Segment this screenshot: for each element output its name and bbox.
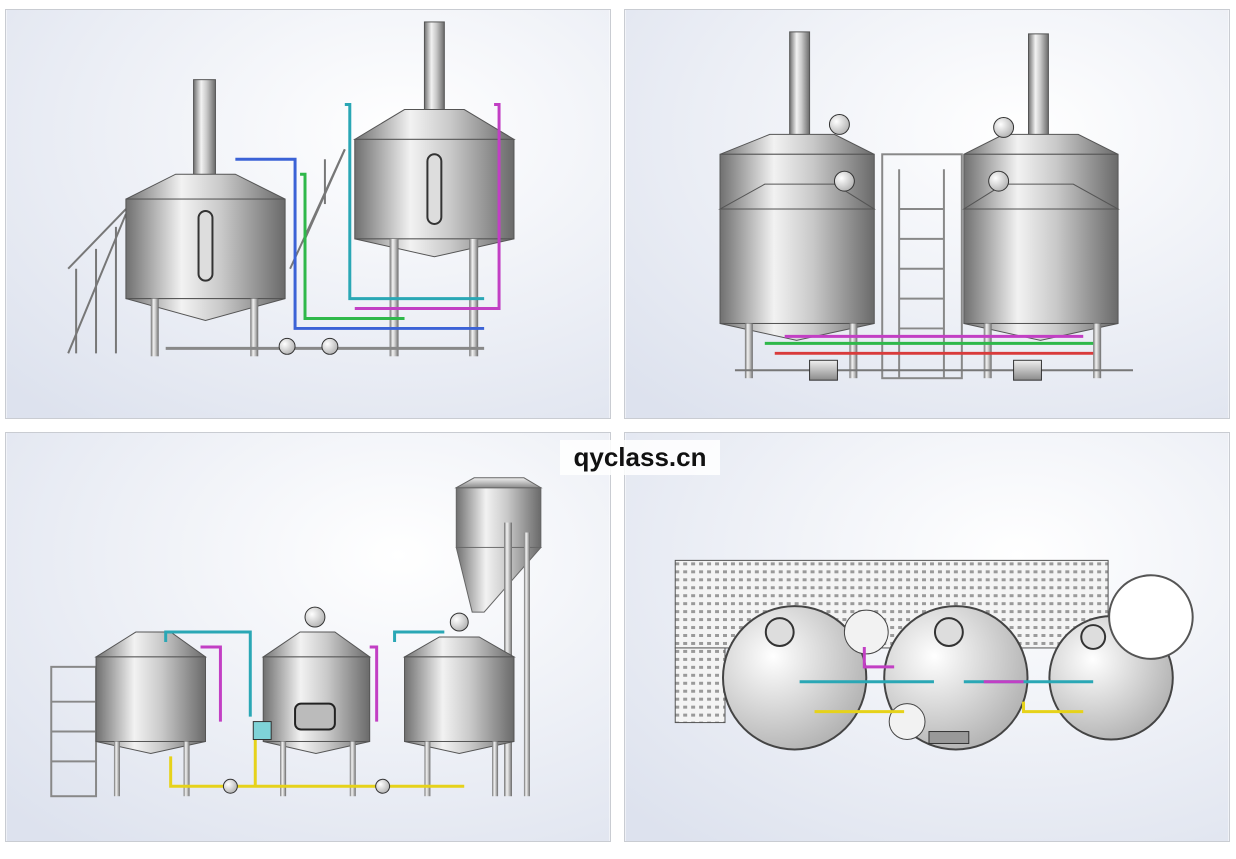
top-plan-panel bbox=[624, 432, 1230, 842]
tank-icon bbox=[718, 31, 876, 379]
side-elevation-panel bbox=[5, 432, 611, 842]
front-elevation-panel bbox=[5, 9, 611, 419]
manway-icon bbox=[1080, 624, 1107, 650]
tank-icon bbox=[962, 33, 1120, 379]
watermark-text: qyclass.cn bbox=[560, 440, 720, 475]
top-plan-drawing bbox=[625, 433, 1229, 841]
stair-icon bbox=[67, 208, 127, 354]
manway-icon bbox=[294, 702, 336, 731]
pipe-icon bbox=[799, 646, 1094, 714]
tank-icon bbox=[722, 574, 1194, 751]
pump-icon bbox=[809, 359, 1042, 381]
pump-icon bbox=[222, 721, 391, 794]
pump-icon bbox=[278, 337, 339, 355]
rear-elevation-drawing bbox=[625, 10, 1229, 418]
pipe-icon bbox=[734, 334, 1133, 372]
manway-icon bbox=[764, 617, 795, 647]
tank-icon bbox=[94, 631, 208, 797]
side-elevation-drawing bbox=[6, 433, 610, 841]
pipe-icon bbox=[164, 630, 465, 788]
pipe-icon bbox=[165, 103, 501, 350]
front-elevation-drawing bbox=[6, 10, 610, 418]
manway-icon bbox=[933, 617, 964, 647]
tank-icon bbox=[125, 79, 286, 357]
rear-elevation-panel bbox=[624, 9, 1230, 419]
tank-icon bbox=[402, 612, 516, 797]
tank-icon bbox=[261, 606, 372, 797]
